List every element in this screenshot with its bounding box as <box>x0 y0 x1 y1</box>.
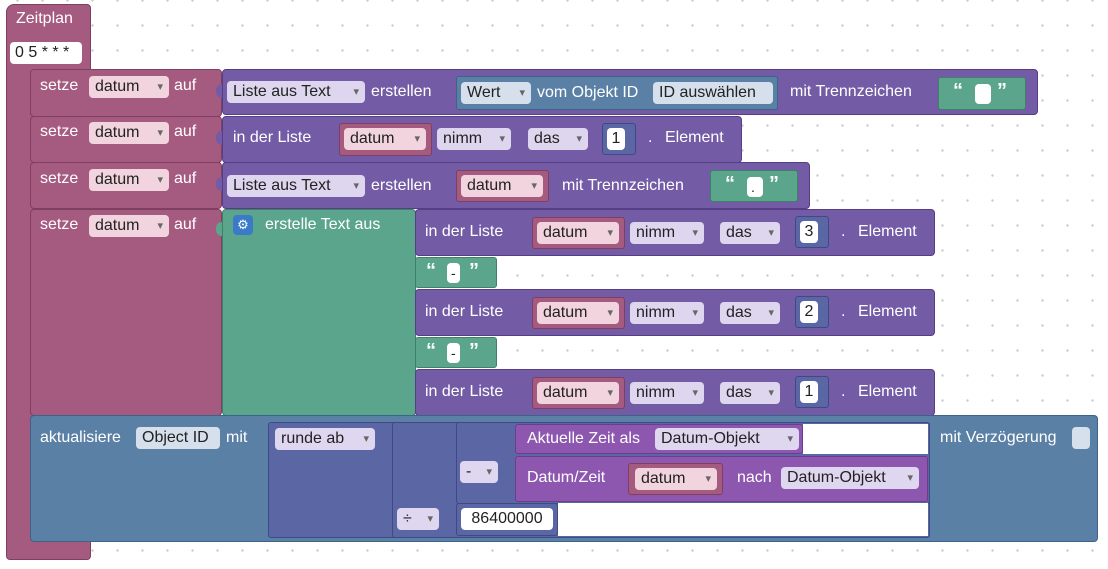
to-label: auf <box>174 77 197 94</box>
delimiter-text-block[interactable]: “ ” <box>938 77 1026 110</box>
list-where-dropdown[interactable]: das <box>528 128 588 150</box>
variable-dropdown[interactable]: datum <box>89 76 169 98</box>
create-label: erstellen <box>371 83 432 100</box>
create-text-join-block[interactable] <box>222 209 416 416</box>
set-datum-block-4[interactable] <box>30 209 222 416</box>
schedule-title: Zeitplan <box>16 10 73 27</box>
element-label: Element <box>858 223 917 240</box>
connector-nub <box>216 84 222 98</box>
update-label: aktualisiere <box>40 429 121 446</box>
list-mode-dropdown[interactable]: Liste aus Text <box>227 175 365 197</box>
list-where-dropdown[interactable]: das <box>720 302 780 324</box>
index-number-field[interactable]: 1 <box>607 128 625 150</box>
set-label: setze <box>40 77 79 94</box>
delimiter-label: mit Trennzeichen <box>562 177 684 194</box>
to-label: auf <box>174 123 197 140</box>
delimiter-text-block[interactable]: “ . ” <box>710 170 798 202</box>
variable-dropdown[interactable]: datum <box>537 222 619 244</box>
connector-nub <box>216 131 222 145</box>
element-label: Element <box>858 303 917 320</box>
datetime-label: Datum/Zeit <box>527 469 606 486</box>
schedule-cron-field[interactable]: 0 5 * * * <box>10 42 82 64</box>
open-quote-icon: “ <box>426 260 436 282</box>
index-number-block[interactable]: 3 <box>795 216 829 248</box>
close-quote-icon: ” <box>997 80 1007 102</box>
divisor-number-field[interactable]: 86400000 <box>461 508 553 530</box>
set-label: setze <box>40 170 79 187</box>
to-label: auf <box>174 170 197 187</box>
to-format-label: nach <box>737 469 772 486</box>
variable-dropdown[interactable]: datum <box>635 468 717 490</box>
current-time-label: Aktuelle Zeit als <box>527 430 640 447</box>
round-mode-dropdown[interactable]: runde ab <box>275 428 375 450</box>
close-quote-icon: ” <box>769 173 779 195</box>
delimiter-label: mit Trennzeichen <box>790 83 912 100</box>
create-text-label: erstelle Text aus <box>265 216 381 233</box>
connector-nub <box>216 222 222 236</box>
empty-value-slot <box>558 503 928 536</box>
dot-label: . <box>648 129 653 146</box>
in-list-label: in der Liste <box>425 303 504 320</box>
element-label: Element <box>665 129 724 146</box>
set-label: setze <box>40 123 79 140</box>
date-format-dropdown[interactable]: Datum-Objekt <box>781 467 919 489</box>
set-label: setze <box>40 216 79 233</box>
dash-text-block[interactable]: “ - ” <box>415 257 497 288</box>
create-label: erstellen <box>371 177 432 194</box>
in-list-label: in der Liste <box>425 383 504 400</box>
element-label: Element <box>858 383 917 400</box>
list-mode-dropdown[interactable]: Liste aus Text <box>227 81 365 103</box>
variable-dropdown[interactable]: datum <box>537 382 619 404</box>
delimiter-text-field[interactable] <box>975 84 991 104</box>
with-label: mit <box>226 429 248 446</box>
variable-dropdown[interactable]: datum <box>461 175 543 197</box>
open-quote-icon: “ <box>725 173 735 195</box>
close-quote-icon: ” <box>469 340 479 362</box>
index-number-field[interactable]: 3 <box>800 221 818 243</box>
from-object-label: vom Objekt ID <box>537 84 639 101</box>
to-label: auf <box>174 216 197 233</box>
variable-dropdown[interactable]: datum <box>344 128 426 150</box>
list-mode-dropdown[interactable]: nimm <box>630 222 704 244</box>
value-attribute-dropdown[interactable]: Wert <box>461 82 531 104</box>
date-format-dropdown[interactable]: Datum-Objekt <box>655 428 799 450</box>
delay-label: mit Verzögerung <box>940 429 1057 446</box>
in-list-label: in der Liste <box>233 129 312 146</box>
dot-label: . <box>841 383 846 400</box>
index-number-block[interactable]: 1 <box>795 376 829 408</box>
dot-label: . <box>841 303 846 320</box>
list-get-block[interactable] <box>415 369 935 416</box>
index-number-block[interactable]: 2 <box>795 296 829 328</box>
open-quote-icon: “ <box>426 340 436 362</box>
index-number-block[interactable]: 1 <box>602 123 636 155</box>
dash-text-field[interactable]: - <box>447 263 460 283</box>
dash-text-field[interactable]: - <box>447 343 460 363</box>
object-id-selector[interactable]: ID auswählen <box>653 82 773 104</box>
minus-operator-dropdown[interactable]: - <box>460 461 498 483</box>
gear-icon[interactable]: ⚙ <box>233 215 253 235</box>
list-mode-dropdown[interactable]: nimm <box>630 382 704 404</box>
index-number-field[interactable]: 2 <box>800 301 818 323</box>
divide-operator-dropdown[interactable]: ÷ <box>397 508 439 530</box>
open-quote-icon: “ <box>953 80 963 102</box>
in-list-label: in der Liste <box>425 223 504 240</box>
dot-label: . <box>841 223 846 240</box>
list-where-dropdown[interactable]: das <box>720 382 780 404</box>
delimiter-text-field[interactable]: . <box>747 177 763 197</box>
dash-text-block[interactable]: “ - ” <box>415 337 497 368</box>
index-number-field[interactable]: 1 <box>800 381 818 403</box>
connector-nub <box>216 177 222 191</box>
object-id-selector[interactable]: Object ID <box>136 427 220 449</box>
variable-dropdown[interactable]: datum <box>537 302 619 324</box>
variable-dropdown[interactable]: datum <box>89 215 169 237</box>
list-mode-dropdown[interactable]: nimm <box>630 302 704 324</box>
list-where-dropdown[interactable]: das <box>720 222 780 244</box>
close-quote-icon: ” <box>469 260 479 282</box>
delay-input[interactable] <box>1072 427 1090 449</box>
variable-dropdown[interactable]: datum <box>89 122 169 144</box>
empty-value-slot <box>803 424 928 454</box>
variable-dropdown[interactable]: datum <box>89 169 169 191</box>
list-mode-dropdown[interactable]: nimm <box>437 128 511 150</box>
